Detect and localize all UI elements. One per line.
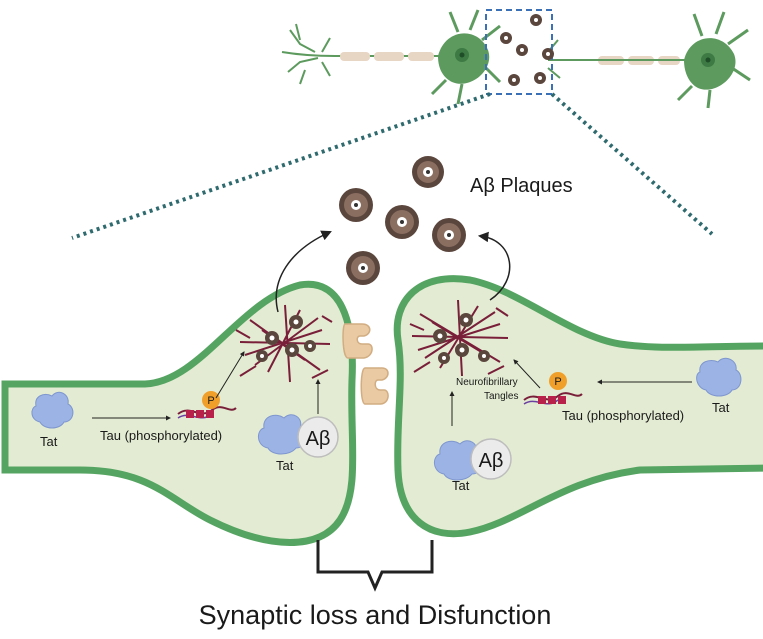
plaque [346, 251, 380, 285]
tat-label-left-2: Tat [276, 458, 294, 473]
tat-protein-icon [31, 391, 74, 429]
myelin-sheath-left [340, 52, 434, 61]
tau-label-right: Tau (phosphorylated) [562, 408, 684, 423]
plaque [339, 188, 373, 222]
tat-label-right-1: Tat [712, 400, 730, 415]
abeta-icon-right: Aβ [470, 438, 512, 480]
abeta-label-right: Aβ [479, 450, 504, 472]
top-neuron-illustration [281, 9, 751, 109]
tau-label-left: Tau (phosphorylated) [100, 428, 222, 443]
neuron-icon [281, 23, 440, 85]
plaque [432, 218, 466, 252]
bracket [316, 540, 434, 592]
phosphate-label-left: P [207, 395, 214, 407]
phosphate-icon: P [549, 372, 567, 390]
zoom-lines [71, 92, 714, 240]
plaques-label: Aβ Plaques [470, 175, 573, 197]
tangle-plaques-left [256, 315, 316, 362]
abeta-label-left: Aβ [306, 428, 331, 450]
amyloid-plaque-icon [339, 156, 466, 285]
neuron-soma-right [676, 11, 751, 109]
arrow-tau-to-tangle-left [215, 351, 245, 399]
tangle-plaques-right [433, 313, 490, 364]
plaque [412, 156, 444, 188]
tat-label-left-1: Tat [40, 434, 58, 449]
nft-label-line1: Neurofibrillary [456, 377, 518, 388]
synaptic-receptors [342, 323, 389, 405]
nft-label-line2: Tangles [484, 391, 518, 402]
phosphorylated-tau-right [523, 392, 583, 405]
phosphorylated-tau-left [177, 406, 237, 419]
arrow-to-plaques-right [477, 231, 511, 301]
tat-protein-icon [696, 357, 742, 397]
axon-right [547, 39, 690, 79]
mini-plaques [500, 14, 554, 86]
neurofibrillary-tangle-icon [235, 304, 333, 383]
phosphate-label-right: P [554, 376, 561, 388]
tat-label-right-2: Tat [452, 478, 470, 493]
arrow-tau-to-tangle-right [513, 359, 541, 389]
phosphate-icon: P [202, 391, 220, 409]
plaque [385, 205, 419, 239]
neurofibrillary-tangle-icon [409, 299, 509, 377]
arrow-to-plaques-left [275, 230, 332, 313]
zoom-box [485, 9, 553, 95]
bottom-caption: Synaptic loss and Disfunction [199, 600, 552, 630]
neuron-soma-left [430, 9, 502, 105]
abeta-icon-left: Aβ [297, 416, 339, 458]
